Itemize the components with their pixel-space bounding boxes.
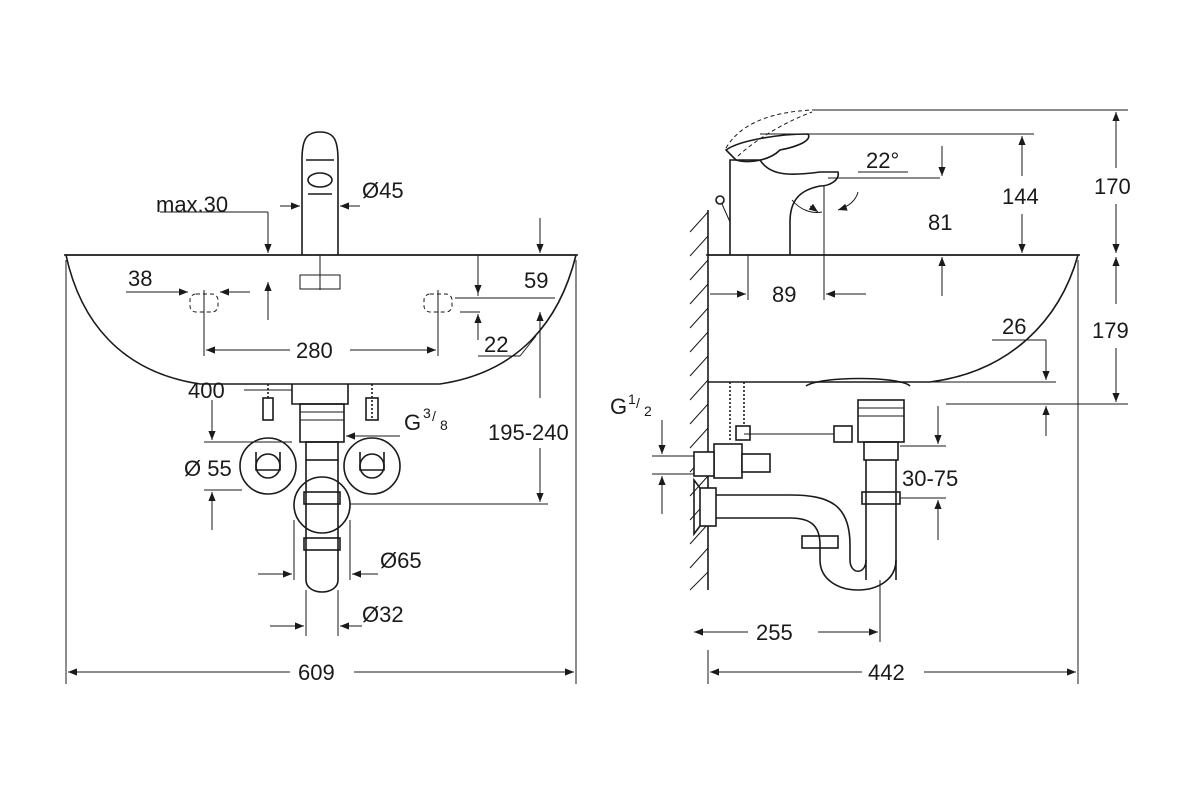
dim-g38-base: G (404, 410, 421, 435)
dim-d55-label: Ø 55 (184, 456, 232, 481)
dim-609-label: 609 (298, 660, 335, 685)
dim-170-label: 170 (1094, 174, 1131, 199)
dim-442-label: 442 (868, 660, 905, 685)
dim-22-label: 22 (484, 332, 508, 357)
dim-g38-den: 8 (440, 417, 448, 433)
dimensions-side: 22° 81 144 170 89 (610, 109, 1131, 685)
faucet-side (715, 109, 840, 255)
dim-179-label: 179 (1092, 318, 1129, 343)
dim-22deg-label: 22° (866, 148, 899, 173)
supply-hoses (239, 384, 401, 495)
front-view: max.30 Ø45 38 59 280 (64, 131, 578, 685)
dim-38-label: 38 (128, 266, 152, 291)
dim-89-label: 89 (772, 282, 796, 307)
basin-outline-side (708, 254, 1080, 383)
drain-trap-front (293, 403, 351, 593)
wall-hatched (689, 210, 709, 591)
dim-d45-label: Ø45 (362, 178, 404, 203)
dim-g12-den: 2 (644, 403, 652, 419)
dim-d65-label: Ø65 (380, 548, 422, 573)
dim-26-label: 26 (1002, 314, 1026, 339)
dim-g38-num: 3 (423, 405, 431, 421)
dim-255-label: 255 (756, 620, 793, 645)
dim-d32-label: Ø32 (362, 602, 404, 627)
dimensions-front: max.30 Ø45 38 59 280 (65, 178, 577, 685)
dim-400-label: 400 (188, 378, 225, 403)
dim-g12-num: 1 (628, 391, 636, 407)
plumbing-side (693, 382, 905, 591)
dim-max30-label: max.30 (156, 192, 228, 217)
faucet-front (299, 131, 341, 290)
side-view: 22° 81 144 170 89 (610, 109, 1131, 685)
dim-59-label: 59 (524, 268, 548, 293)
dim-144-label: 144 (1002, 184, 1039, 209)
dim-81-label: 81 (928, 210, 952, 235)
dim-g12-base: G (610, 394, 627, 419)
svg-text:/: / (432, 408, 436, 424)
dim-280-label: 280 (296, 338, 333, 363)
dim-195-240-label: 195-240 (488, 420, 569, 445)
dim-30-75-label: 30-75 (902, 466, 958, 491)
svg-text:/: / (636, 395, 640, 411)
basin-outline-front (65, 254, 578, 385)
